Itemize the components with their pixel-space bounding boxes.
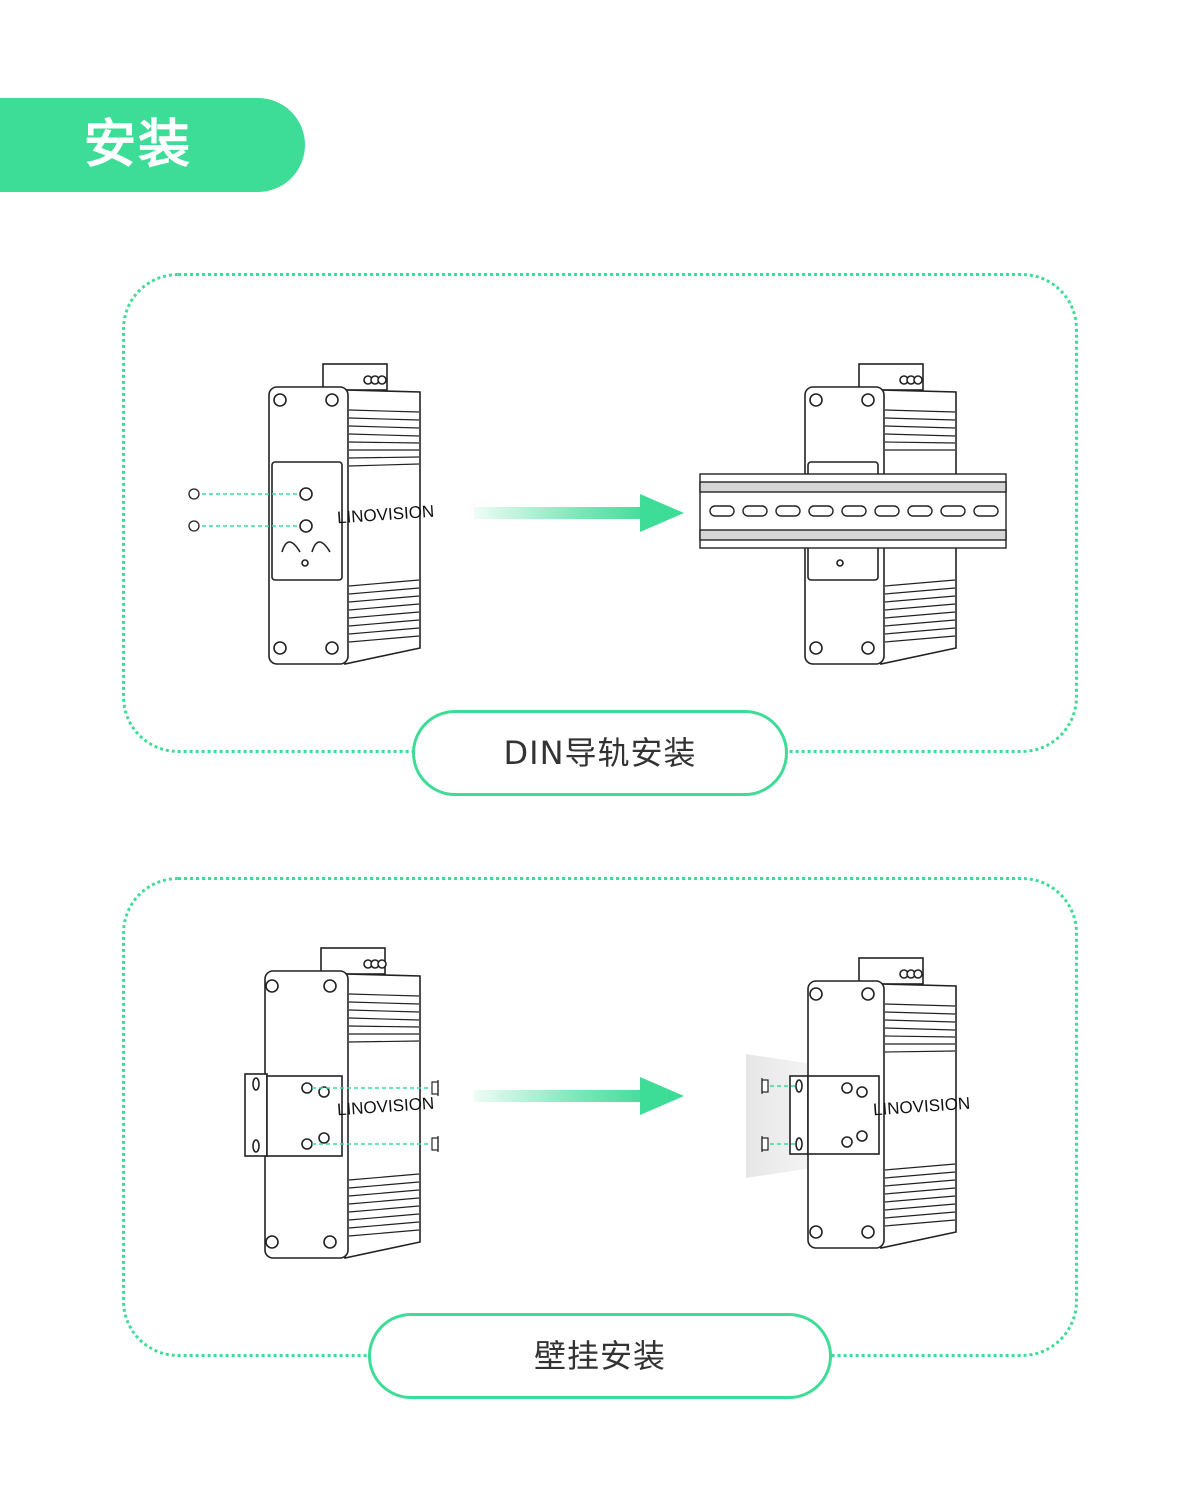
screw-icon bbox=[431, 1080, 439, 1152]
wall-mount-caption: 壁挂安装 bbox=[368, 1313, 832, 1399]
device-wall-before bbox=[244, 947, 421, 1259]
right-arrow-icon bbox=[474, 1077, 684, 1115]
header-banner: 安装 bbox=[0, 98, 305, 192]
guide-lines bbox=[770, 1085, 796, 1145]
page-title: 安装 bbox=[84, 115, 193, 175]
screw-icon bbox=[761, 1078, 769, 1152]
screw-icon bbox=[188, 488, 200, 532]
device-din-before bbox=[268, 363, 421, 665]
din-rail bbox=[699, 473, 1007, 549]
right-arrow-icon bbox=[474, 494, 684, 532]
guide-lines bbox=[312, 1087, 430, 1145]
din-rail-caption: DIN导轨安装 bbox=[412, 710, 788, 796]
guide-lines bbox=[202, 493, 300, 527]
device-wall-after bbox=[789, 957, 957, 1249]
